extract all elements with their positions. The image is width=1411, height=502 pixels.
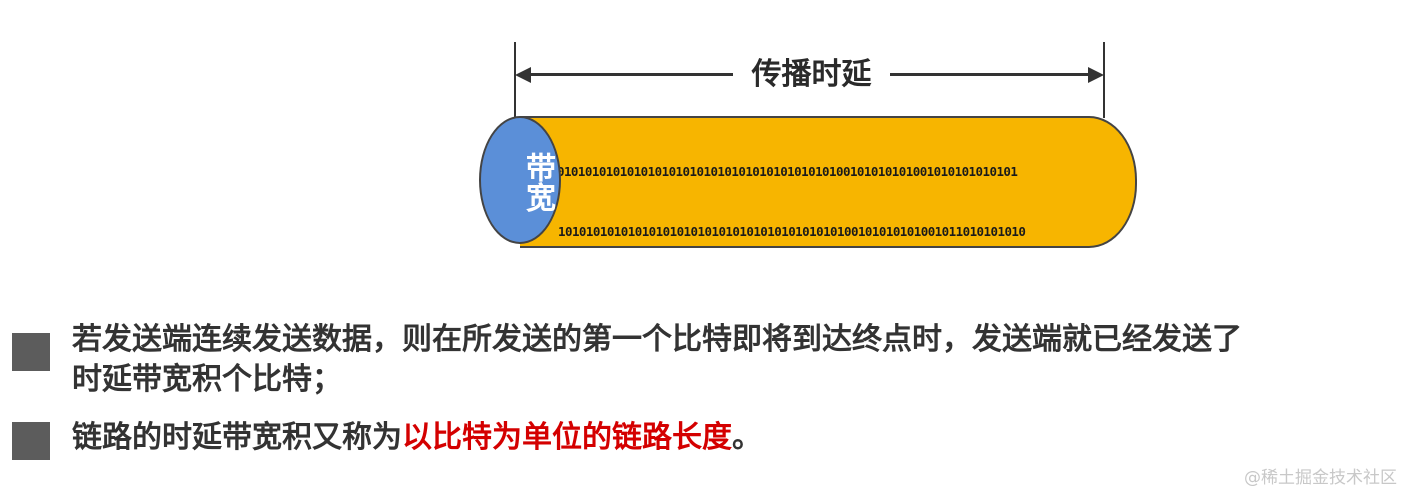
- bandwidth-cross-section: 带宽: [479, 116, 561, 244]
- right-arrowhead-icon: [1088, 67, 1104, 83]
- bullet-2-highlight: 以比特为单位的链路长度: [402, 420, 732, 455]
- bullet-square-icon: [12, 422, 50, 460]
- bullet-item-1: 若发送端连续发送数据，则在所发送的第一个比特即将到达终点时，发送端就已经发送了 …: [12, 320, 1407, 400]
- delay-arrow-right-line: [890, 73, 1090, 76]
- bullet-square-icon: [12, 333, 50, 371]
- propagation-delay-label: 传播时延: [751, 57, 872, 92]
- bullet-2-prefix: 链路的时延带宽积又称为: [72, 420, 402, 455]
- watermark: @稀土掘金技术社区: [1244, 468, 1397, 488]
- bullet-list: 若发送端连续发送数据，则在所发送的第一个比特即将到达终点时，发送端就已经发送了 …: [12, 320, 1407, 460]
- delay-arrow-left-line: [528, 73, 733, 76]
- bullet-1-line-1: 若发送端连续发送数据，则在所发送的第一个比特即将到达终点时，发送端就已经发送了: [72, 322, 1242, 357]
- bandwidth-label: 带宽: [520, 152, 555, 212]
- left-arrowhead-icon: [515, 67, 531, 83]
- bullet-item-2: 链路的时延带宽积又称为以比特为单位的链路长度。: [12, 418, 1407, 460]
- bullet-2-suffix: 。: [732, 420, 762, 455]
- bit-row: 1010101010101010101010101010101010101010…: [558, 224, 1026, 239]
- bit-row: 1010101010101010101010101010101010101010…: [550, 164, 1018, 179]
- bullet-1-line-2: 时延带宽积个比特；: [72, 362, 342, 397]
- delay-bandwidth-diagram: 传播时延 10101010101010101010101010101010101…: [479, 42, 1137, 248]
- delay-end-tick: [1103, 42, 1105, 118]
- link-tube: 1010101010101010101010101010101010101010…: [520, 116, 1137, 248]
- bit-stream: 1010101010101010101010101010101010101010…: [550, 122, 1127, 246]
